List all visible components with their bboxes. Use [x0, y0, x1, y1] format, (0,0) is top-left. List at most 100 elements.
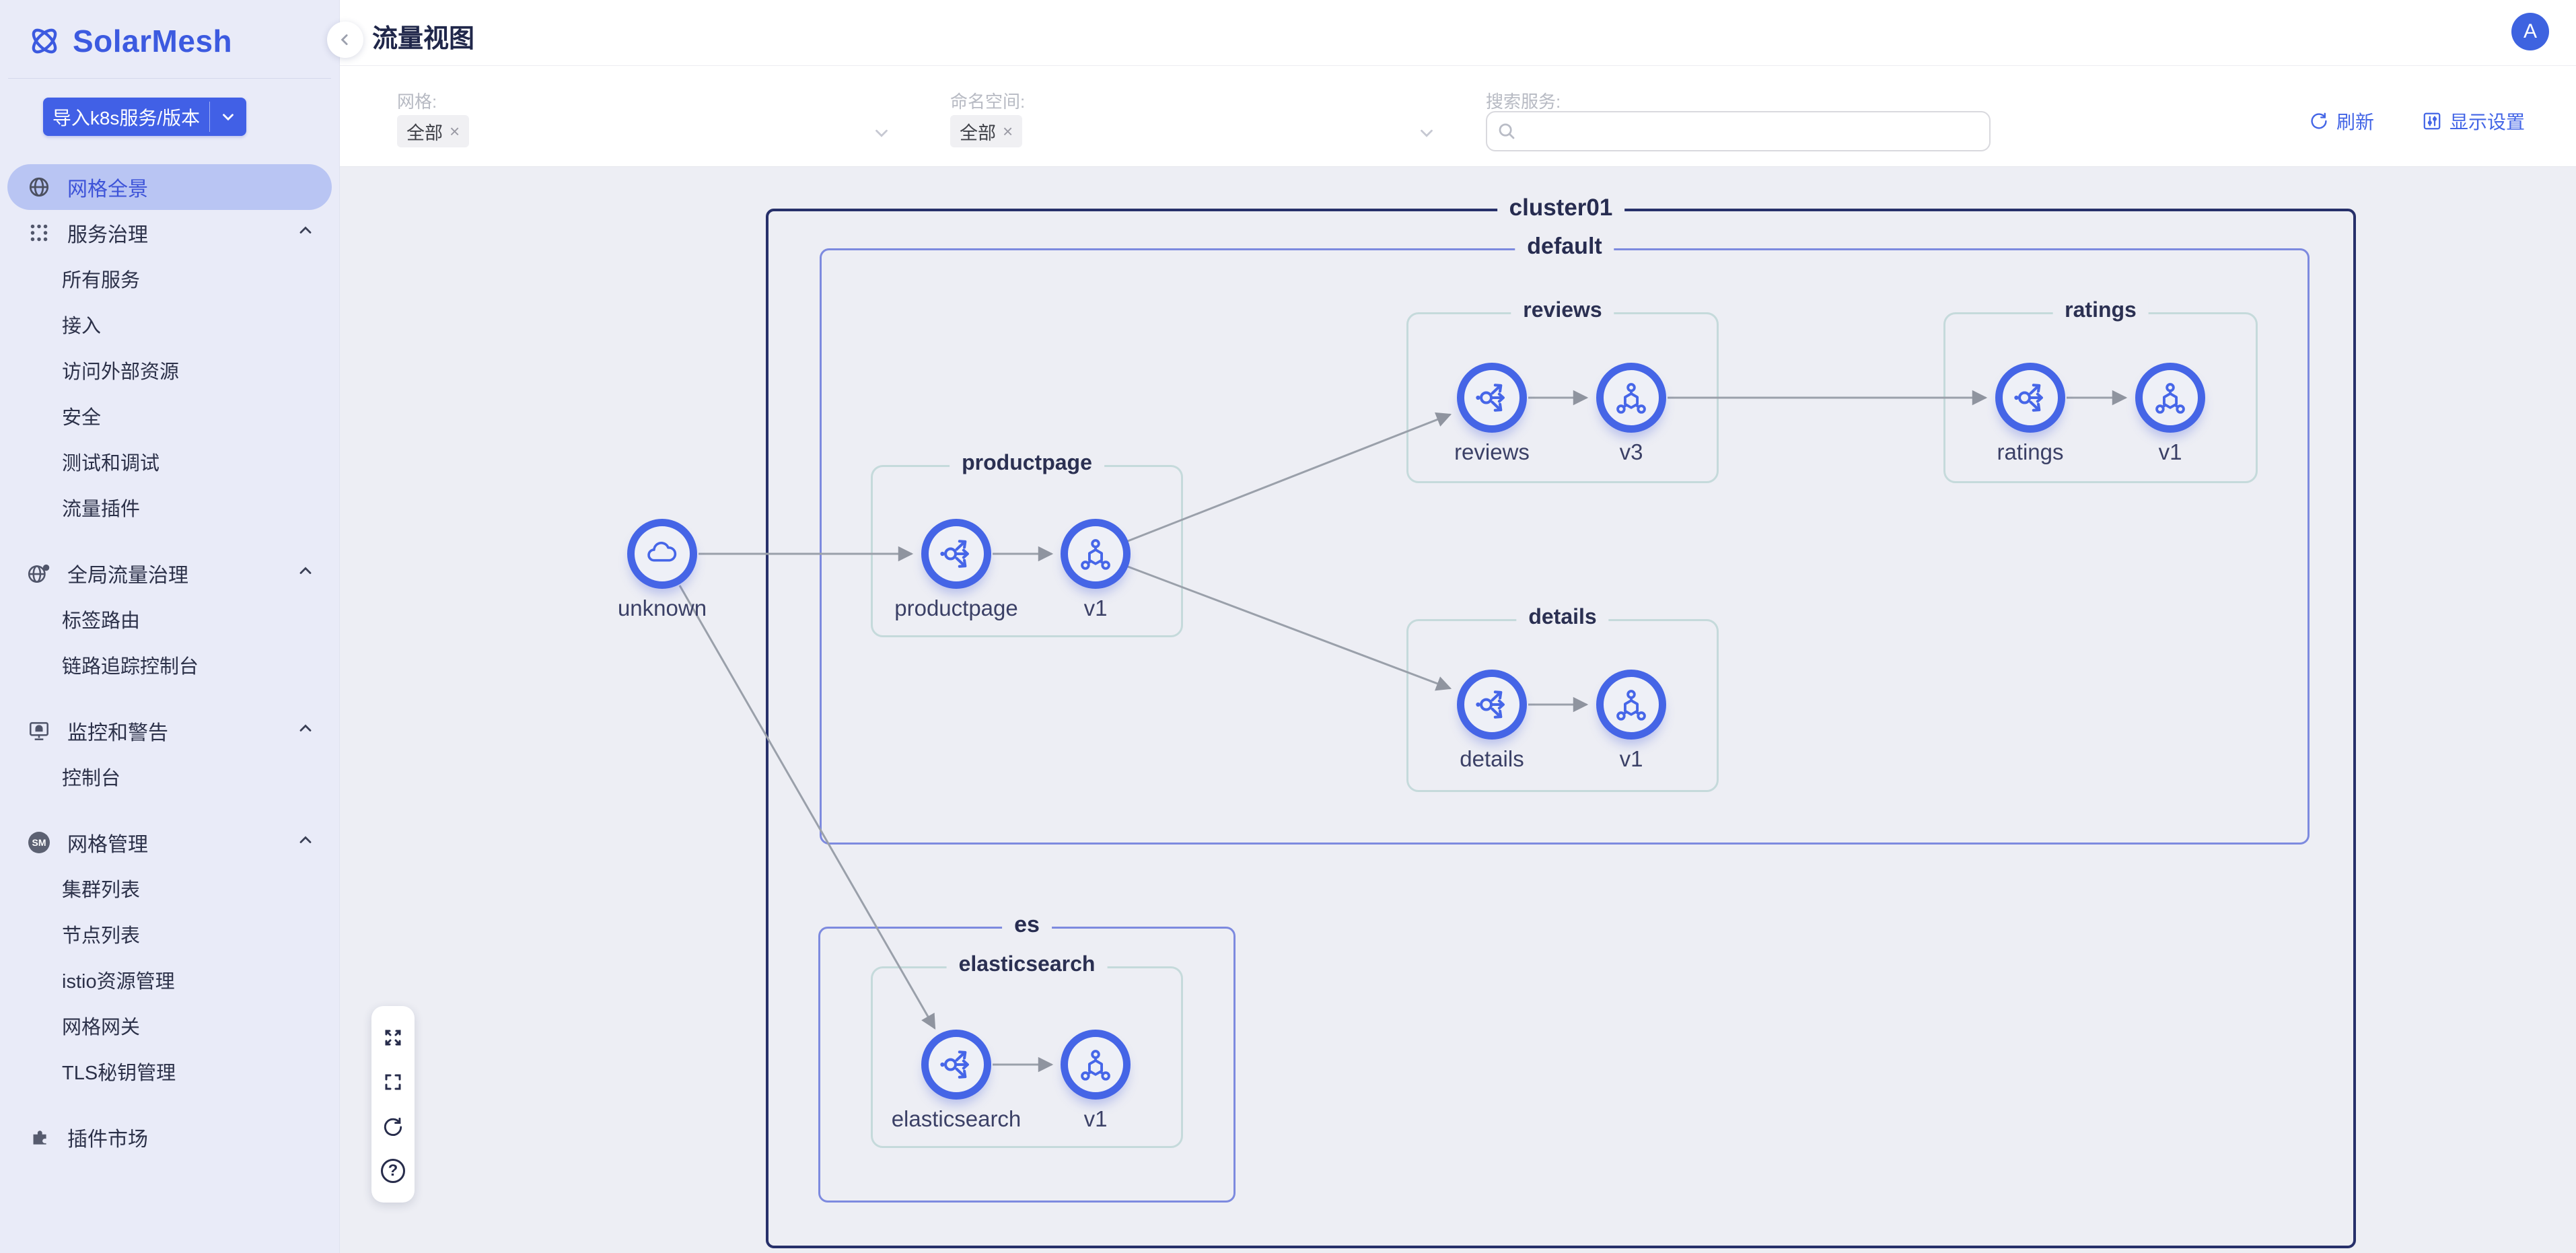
namespace-box-default[interactable]: default	[820, 234, 2310, 845]
sidebar-section-mesh-management[interactable]: SM 网格管理	[0, 820, 339, 865]
graph-node-details-v1[interactable]: v1	[1596, 670, 1666, 771]
sidebar-section-monitor-alerts[interactable]: 监控和警告	[0, 708, 339, 754]
sidebar-item-traffic-plugins[interactable]: 流量插件	[0, 485, 339, 530]
divider	[209, 102, 210, 132]
graph-node-elasticsearch-v1[interactable]: v1	[1061, 1030, 1131, 1131]
sidebar-item-tracing-console[interactable]: 链路追踪控制台	[0, 642, 339, 688]
sidebar-item-label: 安全	[62, 407, 102, 429]
sidebar-item-external-resources[interactable]: 访问外部资源	[0, 347, 339, 393]
sidebar-item-label: TLS秘钥管理	[62, 1063, 176, 1084]
sidebar-menu: 网格全景 服务治理 所有服务 接入 访问外部资源 安全 测试和调试 流量插件 全…	[0, 164, 339, 1160]
sidebar-section-label: 监控和警告	[67, 722, 168, 744]
sidebar-item-label: istio资源管理	[62, 971, 175, 993]
sidebar-item-label-routing[interactable]: 标签路由	[0, 596, 339, 642]
chevron-up-icon	[296, 719, 315, 743]
node-label: details	[1460, 746, 1524, 771]
avatar[interactable]: A	[2511, 13, 2549, 50]
sidebar-item-label: 链路追踪控制台	[62, 656, 199, 678]
sidebar-item-mesh-gateway[interactable]: 网格网关	[0, 1003, 339, 1048]
chevron-up-icon	[296, 561, 315, 585]
namespace-label: es	[1002, 912, 1052, 938]
node-label: productpage	[894, 596, 1018, 620]
group-box-details[interactable]: details	[1406, 604, 1719, 792]
sidebar-section-service-governance[interactable]: 服务治理	[0, 210, 339, 256]
sidebar-item-label: 节点列表	[62, 925, 141, 947]
sidebar-section-label: 服务治理	[67, 224, 148, 246]
chevron-down-icon[interactable]	[210, 98, 246, 136]
sidebar-item-all-services[interactable]: 所有服务	[0, 256, 339, 301]
node-ring	[1596, 363, 1666, 433]
sidebar-section-global-traffic[interactable]: 全局流量治理	[0, 550, 339, 596]
node-ring	[2135, 363, 2205, 433]
sidebar-item-label: 网格网关	[62, 1017, 141, 1038]
search-service-input[interactable]	[1524, 120, 1980, 142]
namespace-filter-value: 全部	[960, 122, 996, 143]
node-ring	[1457, 363, 1527, 433]
import-k8s-button[interactable]: 导入k8s服务/版本	[43, 98, 246, 136]
namespace-filter-tag[interactable]: 全部 ×	[950, 115, 1023, 147]
display-settings-icon	[2423, 112, 2441, 130]
graph-node-elasticsearch[interactable]: elasticsearch	[892, 1030, 1021, 1131]
canvas-toolbar: ?	[371, 1006, 415, 1203]
solarmesh-logo-icon	[32, 28, 57, 54]
node-ring	[921, 1030, 991, 1100]
sidebar-item-plugin-market[interactable]: 插件市场	[0, 1114, 339, 1160]
node-label: v1	[1619, 746, 1643, 771]
graph-node-reviews-v3[interactable]: v3	[1596, 363, 1666, 464]
sidebar-item-test-debug[interactable]: 测试和调试	[0, 439, 339, 485]
chevron-down-icon[interactable]	[1417, 123, 1437, 147]
cluster-label: cluster01	[1497, 194, 1625, 221]
mesh-management-icon: SM	[27, 830, 51, 855]
graph-node-productpage-v1[interactable]: v1	[1061, 519, 1131, 620]
node-label: v1	[1083, 1106, 1108, 1131]
graph-node-details[interactable]: details	[1457, 670, 1527, 771]
node-ring	[1596, 670, 1666, 740]
import-k8s-label: 导入k8s服务/版本	[52, 107, 201, 129]
chevron-up-icon	[296, 221, 315, 245]
help-button[interactable]: ?	[378, 1156, 408, 1186]
graph-node-ratings-v1[interactable]: v1	[2135, 363, 2205, 464]
fit-view-button[interactable]	[378, 1023, 408, 1052]
cluster-box-cluster01[interactable]: cluster01	[766, 194, 2356, 1248]
namespace-box-es[interactable]: es	[818, 912, 1236, 1203]
sidebar-item-tls-keys[interactable]: TLS秘钥管理	[0, 1048, 339, 1094]
service-icon	[940, 540, 969, 568]
service-icon	[1476, 690, 1505, 719]
sidebar-item-label: 测试和调试	[62, 453, 160, 474]
sidebar-item-istio-resources[interactable]: istio资源管理	[0, 957, 339, 1003]
graph-node-ratings[interactable]: ratings	[1995, 363, 2065, 464]
service-icon	[940, 1050, 969, 1079]
graph-node-productpage[interactable]: productpage	[894, 519, 1018, 620]
graph-node-unknown[interactable]: unknown	[618, 519, 707, 620]
sidebar-item-cluster-list[interactable]: 集群列表	[0, 865, 339, 911]
node-label: v1	[2158, 439, 2182, 464]
sidebar-item-mesh-overview[interactable]: 网格全景	[7, 164, 332, 210]
expand-arrows-icon	[385, 1030, 401, 1046]
reload-layout-button[interactable]	[378, 1112, 408, 1141]
graph-node-reviews[interactable]: reviews	[1454, 363, 1530, 464]
group-box-productpage[interactable]: productpage	[871, 450, 1183, 637]
clear-icon[interactable]: ×	[1003, 120, 1013, 141]
sidebar-collapse-button[interactable]	[327, 22, 363, 58]
sidebar-item-node-list[interactable]: 节点列表	[0, 911, 339, 957]
fullscreen-icon	[385, 1074, 401, 1090]
mesh-filter-tag[interactable]: 全部 ×	[397, 115, 470, 147]
chevron-up-icon	[296, 830, 315, 855]
display-settings-button[interactable]: 显示设置	[2421, 104, 2525, 138]
sidebar-item-security[interactable]: 安全	[0, 393, 339, 439]
chevron-down-icon[interactable]	[871, 123, 892, 147]
search-box[interactable]	[1486, 111, 1991, 151]
group-label: reviews	[1511, 297, 1614, 322]
clear-icon[interactable]: ×	[450, 120, 460, 141]
fullscreen-button[interactable]	[378, 1067, 408, 1097]
sidebar-item-access[interactable]: 接入	[0, 301, 339, 347]
traffic-graph-canvas[interactable]: cluster01 default reviews ratings produc…	[340, 167, 2576, 1253]
sidebar-item-console[interactable]: 控制台	[0, 754, 339, 799]
group-box-elasticsearch[interactable]: elasticsearch	[871, 952, 1183, 1148]
group-label: ratings	[2052, 297, 2149, 322]
sidebar-item-label: 标签路由	[62, 610, 141, 632]
refresh-button[interactable]: 刷新	[2308, 104, 2374, 138]
mesh-filter-label: 网格:	[397, 92, 437, 112]
version-icon	[1616, 383, 1646, 414]
node-ring	[1061, 519, 1131, 589]
